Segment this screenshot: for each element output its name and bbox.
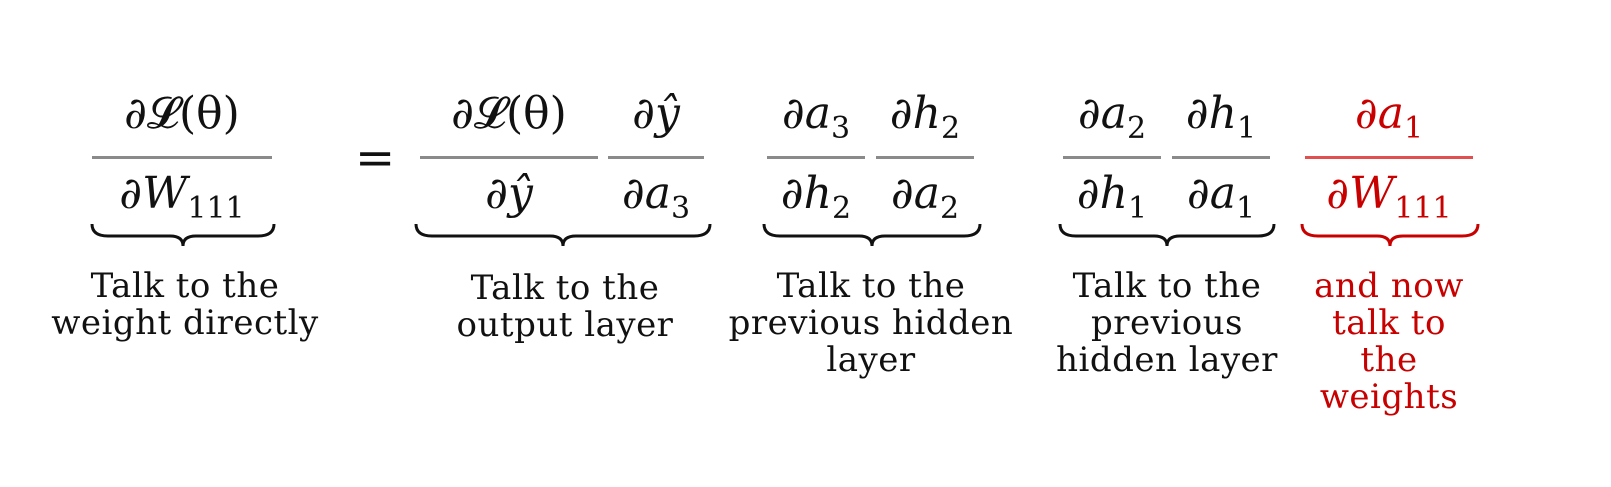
term2-fraction-h2-a2: ∂h2 ∂a2 [876, 92, 974, 232]
term4-f1-numerator: ∂a1 [1354, 88, 1424, 146]
caption-line: weight directly [51, 303, 319, 343]
caption-line: hidden layer [1056, 340, 1278, 380]
caption-line: the [1360, 340, 1418, 380]
term1-f2-denominator: ∂a3 [621, 168, 691, 226]
term4-underbrace [1300, 223, 1480, 247]
term1-underbrace [414, 223, 712, 247]
term2-f2-denominator: ∂a2 [890, 168, 960, 226]
term3-fraction-h1-a1: ∂h1 ∂a1 [1172, 92, 1270, 232]
caption-line: Talk to the [470, 268, 660, 308]
term1-f1-denominator: ∂ŷ [485, 168, 533, 219]
term2-f1-bar [767, 156, 865, 159]
caption-line: weights [1319, 377, 1459, 417]
term2-f2-bar [876, 156, 974, 159]
term1-f2-bar [608, 156, 704, 159]
caption-line: output layer [456, 305, 674, 345]
term3-f2-bar [1172, 156, 1270, 159]
term3-f1-denominator: ∂h1 [1076, 168, 1148, 226]
lhs-underbrace [90, 223, 276, 247]
term2-underbrace [762, 223, 982, 247]
term4-fraction-a1-w111: ∂a1 ∂W111 [1305, 92, 1473, 232]
term1-fraction-loss-yhat: ∂𝓛(θ) ∂ŷ [420, 92, 598, 232]
term3-f2-numerator: ∂h1 [1185, 88, 1257, 146]
lhs-denominator: ∂W111 [119, 168, 245, 226]
term2-f2-numerator: ∂h2 [889, 88, 961, 146]
term3-caption: Talk to the previous hidden layer [1036, 268, 1298, 379]
term3-f2-denominator: ∂a1 [1186, 168, 1256, 226]
term1-f1-numerator: ∂𝓛(θ) [451, 88, 567, 139]
caption-line: talk to [1332, 303, 1446, 343]
caption-line: previous hidden [728, 303, 1014, 343]
caption-line: Talk to the [90, 266, 280, 306]
lhs-numerator: ∂𝓛(θ) [124, 88, 240, 139]
term1-caption: Talk to the output layer [420, 270, 710, 344]
term2-f1-numerator: ∂a3 [781, 88, 851, 146]
equals-sign: = [355, 130, 396, 186]
caption-line: Talk to the [1072, 266, 1262, 306]
term3-f1-bar [1063, 156, 1161, 159]
term2-fraction-a3-h2: ∂a3 ∂h2 [767, 92, 865, 232]
caption-line: Talk to the [776, 266, 966, 306]
term3-f1-numerator: ∂a2 [1077, 88, 1147, 146]
term4-caption: and now talk to the weights [1294, 268, 1484, 416]
lhs-fraction-bar [92, 156, 272, 159]
lhs-caption: Talk to the weight directly [20, 268, 350, 342]
caption-line: and now [1314, 266, 1464, 306]
term2-caption: Talk to the previous hidden layer [706, 268, 1036, 379]
caption-line: previous [1090, 303, 1244, 343]
term1-f2-numerator: ∂ŷ [632, 88, 680, 139]
caption-line: layer [826, 340, 916, 380]
term2-f1-denominator: ∂h2 [780, 168, 852, 226]
term3-underbrace [1058, 223, 1276, 247]
term1-fraction-yhat-a3: ∂ŷ ∂a3 [608, 92, 704, 232]
term1-f1-bar [420, 156, 598, 159]
lhs-fraction: ∂𝓛(θ) ∂W111 [92, 92, 272, 232]
term4-f1-denominator: ∂W111 [1326, 168, 1452, 226]
term3-fraction-a2-h1: ∂a2 ∂h1 [1063, 92, 1161, 232]
term4-f1-bar [1305, 156, 1473, 159]
